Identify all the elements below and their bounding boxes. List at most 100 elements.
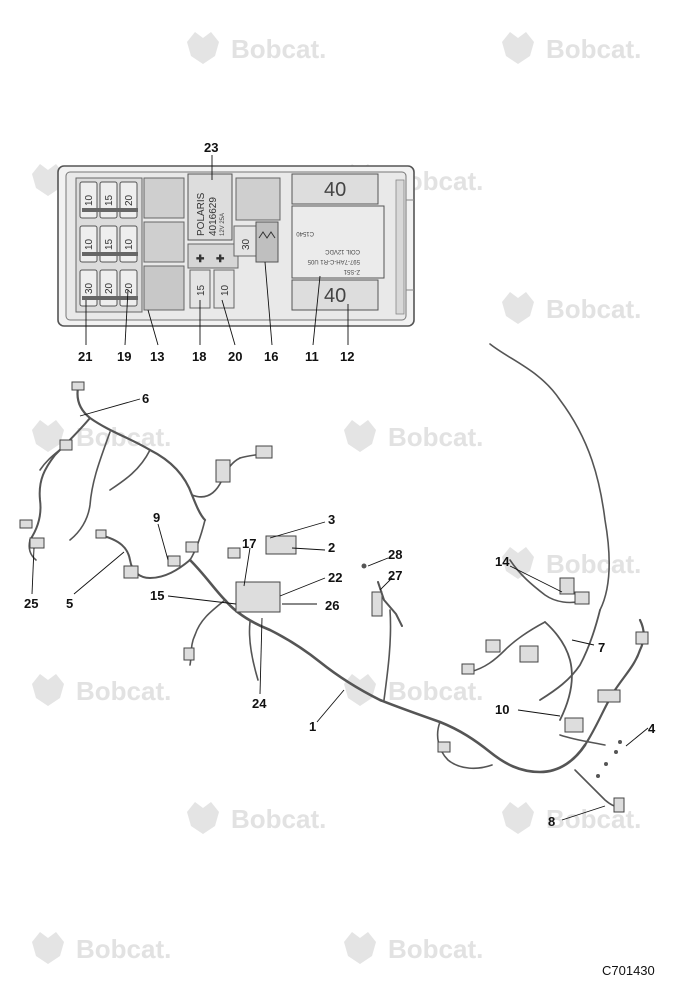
callout-23: 23 bbox=[204, 140, 218, 155]
bobcat-watermark: Bobcat. bbox=[32, 932, 171, 964]
watermark-text: Bobcat. bbox=[388, 676, 483, 706]
watermark-text: Bobcat. bbox=[231, 804, 326, 834]
callout-16: 16 bbox=[264, 349, 278, 364]
bobcat-logo-icon bbox=[502, 32, 534, 64]
svg-text:✚: ✚ bbox=[216, 254, 225, 265]
fuse-rating: 10 bbox=[84, 194, 95, 206]
fuse-bank: 10 15 20 10 15 10 30 20 20 bbox=[75, 177, 143, 313]
callout-28: 28 bbox=[388, 547, 402, 562]
callout-13: 13 bbox=[150, 349, 164, 364]
fuse: 20 bbox=[119, 181, 138, 219]
watermark-text: Bobcat. bbox=[546, 804, 641, 834]
callout-21: 21 bbox=[78, 349, 92, 364]
callout-8: 8 bbox=[548, 814, 555, 829]
callout-25: 25 bbox=[24, 596, 38, 611]
small-fuse-10: 10 bbox=[220, 284, 231, 296]
main-relay: Z-S51 597-7AH-C-R1 U05 COIL 12VDC C1540 bbox=[291, 205, 385, 279]
watermark-text: Bobcat. bbox=[76, 934, 171, 964]
callout-5: 5 bbox=[66, 596, 73, 611]
callout-4: 4 bbox=[648, 721, 656, 736]
module-line-2: 4016629 bbox=[208, 197, 219, 236]
callout-7: 7 bbox=[598, 640, 605, 655]
callout-22: 22 bbox=[328, 570, 342, 585]
bobcat-watermark: Bobcat. bbox=[502, 32, 641, 64]
polaris-module: POLARIS 4016629 12V 25A bbox=[187, 173, 233, 241]
callout-15: 15 bbox=[150, 588, 164, 603]
fuse-rating: 10 bbox=[84, 238, 95, 250]
fuse-rating: 20 bbox=[104, 282, 115, 294]
relay-line-2: 597-7AH-C-R1 U05 bbox=[307, 258, 360, 264]
bobcat-watermark: Bobcat. bbox=[187, 802, 326, 834]
callout-20: 20 bbox=[228, 349, 242, 364]
callout-1: 1 bbox=[309, 719, 316, 734]
fuse: 20 bbox=[99, 269, 118, 307]
fuse: 20 bbox=[119, 269, 138, 307]
relay-bottom: 40 bbox=[291, 279, 379, 311]
callout-3: 3 bbox=[328, 512, 335, 527]
leader-lines bbox=[31, 155, 649, 821]
callout-27: 27 bbox=[388, 568, 402, 583]
bobcat-watermark: Bobcat. bbox=[502, 292, 641, 324]
watermark-text: Bobcat. bbox=[546, 294, 641, 324]
fuse: 30 bbox=[79, 269, 98, 307]
bobcat-watermark: Bobcat. bbox=[32, 674, 171, 706]
callout-12: 12 bbox=[340, 349, 354, 364]
mini-relay-column bbox=[143, 177, 185, 311]
callout-17: 17 bbox=[242, 536, 256, 551]
fuse-rating: 15 bbox=[104, 194, 115, 206]
drawing-code: C701430 bbox=[602, 963, 655, 978]
small-fuse-area: ✚ ✚ 15 10 30 bbox=[187, 221, 279, 309]
fuse-30-small: 30 bbox=[241, 238, 252, 250]
bobcat-watermark: Bobcat. bbox=[344, 932, 483, 964]
module-line-3: 12V 25A bbox=[220, 213, 226, 236]
callout-6: 6 bbox=[142, 391, 149, 406]
callout-19: 19 bbox=[117, 349, 131, 364]
relay-line-4: C1540 bbox=[296, 230, 314, 236]
callout-24: 24 bbox=[252, 696, 267, 711]
watermark-text: Bobcat. bbox=[546, 34, 641, 64]
fuse-rating: 20 bbox=[124, 194, 135, 206]
watermark-text: Bobcat. bbox=[76, 676, 171, 706]
watermark-text: Bobcat. bbox=[388, 422, 483, 452]
fuse-rating: 15 bbox=[104, 238, 115, 250]
bobcat-watermark: Bobcat. bbox=[344, 674, 483, 706]
relay-top-label: 40 bbox=[324, 179, 346, 201]
small-fuse-15: 15 bbox=[196, 284, 207, 296]
bobcat-watermark: Bobcat. bbox=[502, 802, 641, 834]
fuse-rating: 10 bbox=[124, 238, 135, 250]
bobcat-watermark: Bobcat. bbox=[502, 547, 641, 579]
module-line-1: POLARIS bbox=[196, 192, 207, 236]
watermark-text: Bobcat. bbox=[546, 549, 641, 579]
fuse-box-detail: 10 15 20 10 15 10 30 20 20 POLARIS 4016629 12V 2… bbox=[57, 165, 415, 327]
callout-11: 11 bbox=[305, 349, 319, 364]
bobcat-logo-icon bbox=[502, 547, 534, 579]
bobcat-logo-icon bbox=[502, 802, 534, 834]
callout-14: 14 bbox=[495, 554, 510, 569]
callout-26: 26 bbox=[325, 598, 339, 613]
fuse: 10 bbox=[79, 225, 98, 263]
bobcat-watermark: Bobcat. bbox=[344, 420, 483, 452]
callout-labels: 23 21 19 13 18 20 16 11 12 6 9 17 3 2 28… bbox=[24, 140, 656, 829]
bobcat-logo-icon bbox=[32, 164, 64, 196]
svg-text:✚: ✚ bbox=[196, 254, 205, 265]
bobcat-logo-icon bbox=[187, 32, 219, 64]
callout-9: 9 bbox=[153, 510, 160, 525]
fuse-rating: 20 bbox=[124, 282, 135, 294]
bobcat-logo-icon bbox=[32, 674, 64, 706]
fuse: 10 bbox=[79, 181, 98, 219]
bobcat-logo-icon bbox=[32, 932, 64, 964]
callout-18: 18 bbox=[192, 349, 206, 364]
bobcat-logo-icon bbox=[344, 932, 376, 964]
wire-harness bbox=[19, 343, 649, 813]
callout-10: 10 bbox=[495, 702, 509, 717]
watermark-text: Bobcat. bbox=[231, 34, 326, 64]
watermark-text: Bobcat. bbox=[388, 934, 483, 964]
relay-bottom-label: 40 bbox=[324, 285, 346, 307]
fuse: 10 bbox=[119, 225, 138, 263]
bobcat-logo-icon bbox=[502, 292, 534, 324]
bobcat-logo-icon bbox=[32, 420, 64, 452]
bobcat-logo-icon bbox=[187, 802, 219, 834]
fuse: 15 bbox=[99, 181, 118, 219]
relay-top: 40 bbox=[291, 173, 379, 205]
